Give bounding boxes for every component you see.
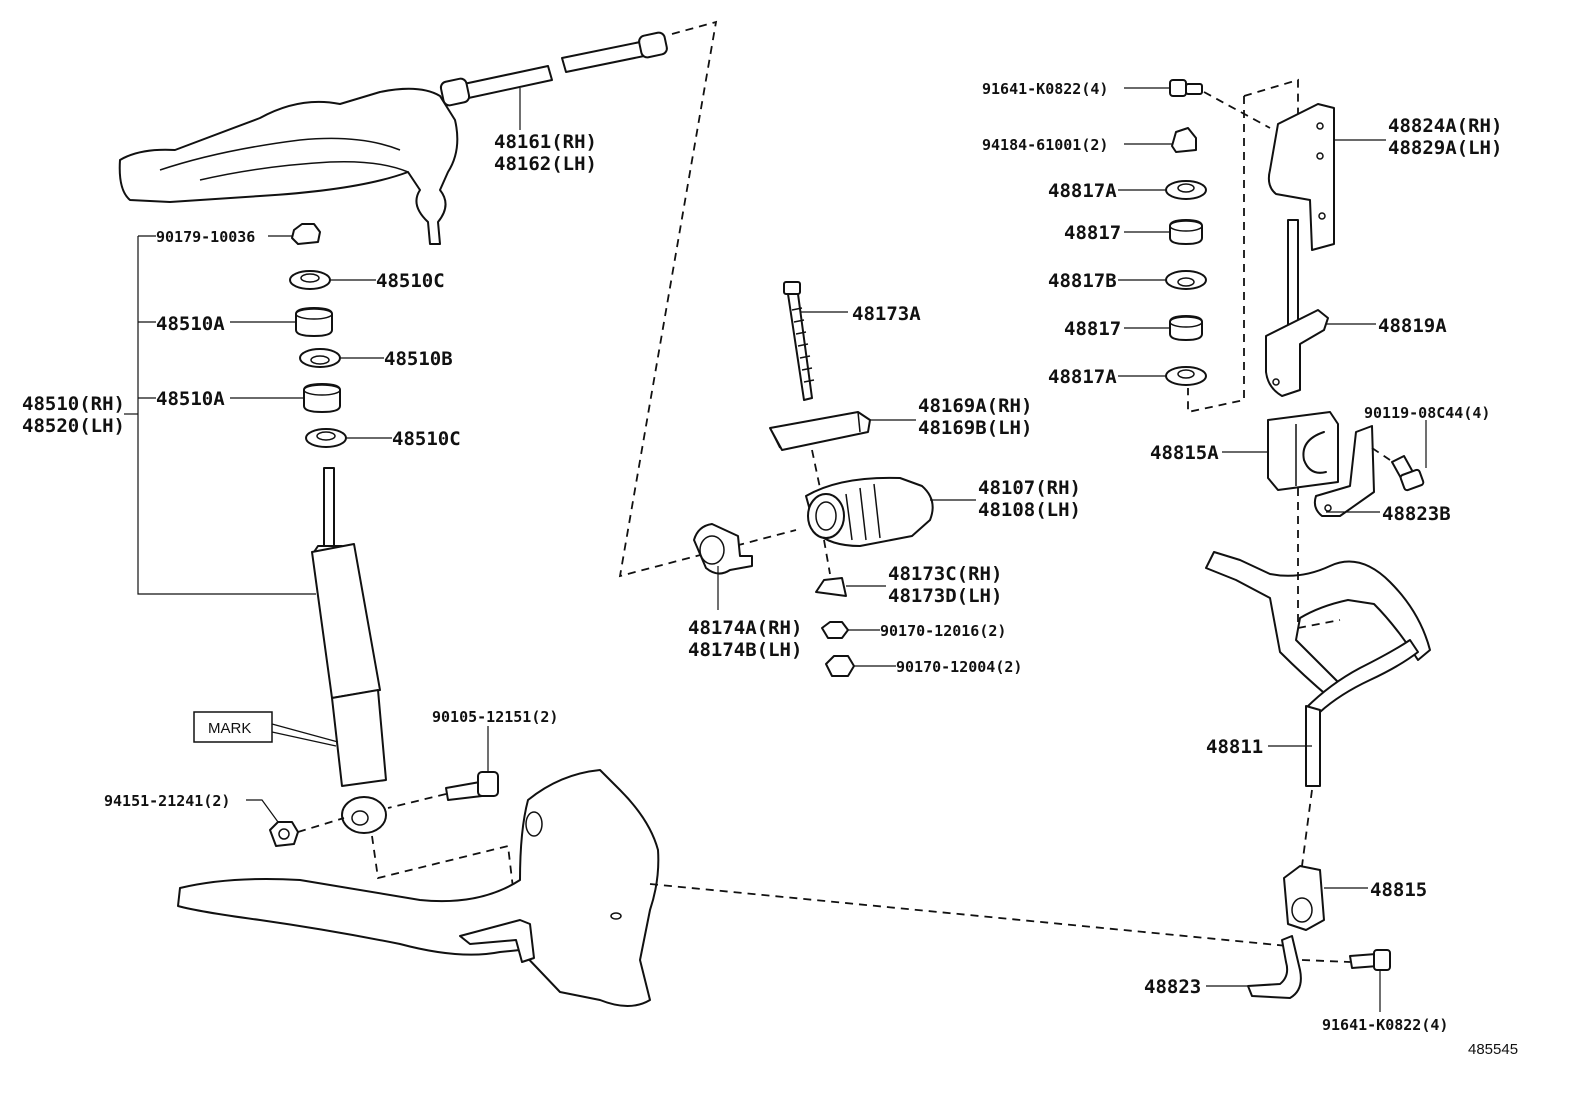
label-90105: 90105-12151(2): [432, 708, 558, 726]
seat-48173c: [815, 577, 847, 597]
bushing-48817-bottom: [1169, 315, 1203, 341]
label-48824a-rh: 48824A(RH): [1388, 115, 1502, 137]
label-48161-rh: 48161(RH): [494, 131, 597, 153]
clamp-48823: [1247, 935, 1302, 999]
label-48817a-top: 48817A: [1048, 180, 1117, 202]
label-48823b: 48823B: [1382, 503, 1451, 525]
bushing-48510a-top: [295, 307, 333, 337]
diagram-id: 485545: [1468, 1041, 1518, 1058]
label-48819a: 48819A: [1378, 315, 1447, 337]
dashed-guide-shock: [371, 835, 519, 931]
label-48510-rh: 48510(RH): [22, 393, 125, 415]
bushing-48817-top: [1169, 219, 1203, 245]
label-48510a-top: 48510A: [156, 313, 225, 335]
label-48162-lh: 48162(LH): [494, 153, 597, 175]
label-48815a: 48815A: [1150, 442, 1219, 464]
label-48173c-rh: 48173C(RH): [888, 563, 1002, 585]
label-90170-12004: 90170-12004(2): [896, 658, 1022, 676]
label-mark: MARK: [208, 720, 251, 737]
nut-90170-12004: [825, 655, 855, 677]
bolt-90119: [1391, 455, 1425, 492]
stabilizer-bar-48811: [1205, 551, 1431, 787]
bracket-48824a: [1267, 103, 1335, 251]
label-48815: 48815: [1370, 879, 1427, 901]
shock-absorber: [311, 467, 387, 834]
label-48817a-bottom: 48817A: [1048, 366, 1117, 388]
label-48173a: 48173A: [852, 303, 921, 325]
clamp-48823b: [1313, 425, 1375, 517]
label-94184: 94184-61001(2): [982, 136, 1108, 154]
label-48174b-lh: 48174B(LH): [688, 639, 802, 661]
label-48108-lh: 48108(LH): [978, 499, 1081, 521]
label-48510a-bottom: 48510A: [156, 388, 225, 410]
nut-90179: [291, 223, 321, 245]
label-94151: 94151-21241(2): [104, 792, 230, 810]
nut-94151: [269, 821, 299, 847]
drive-shaft: [439, 31, 668, 107]
label-48817-top: 48817: [1064, 222, 1121, 244]
link-48819a: [1265, 219, 1329, 397]
bushing-48815: [1283, 865, 1325, 931]
bracket-48510: [137, 236, 316, 595]
label-48811: 48811: [1206, 736, 1263, 758]
anchor-arm-48169a: [769, 411, 871, 451]
bushing-48815a: [1267, 411, 1339, 491]
bolt-48173a: [783, 281, 815, 401]
anchor-48174a: [693, 523, 753, 575]
label-48169a-rh: 48169A(RH): [918, 395, 1032, 417]
label-48169b-lh: 48169B(LH): [918, 417, 1032, 439]
label-48510c-bottom: 48510C: [392, 428, 461, 450]
bolt-91641-top: [1169, 79, 1203, 97]
nut-94184: [1171, 127, 1197, 153]
bolt-91641-bottom: [1349, 949, 1391, 971]
mark-box: [193, 711, 273, 743]
label-48817-bottom: 48817: [1064, 318, 1121, 340]
label-91641-bottom: 91641-K0822(4): [1322, 1016, 1448, 1034]
label-90170-12016: 90170-12016(2): [880, 622, 1006, 640]
label-48173d-lh: 48173D(LH): [888, 585, 1002, 607]
label-90119: 90119-08C44(4): [1364, 404, 1490, 422]
dashed-guide-stabilizer: [649, 883, 1289, 947]
dashed-guide-shaft: [618, 20, 797, 578]
label-48107-rh: 48107(RH): [978, 477, 1081, 499]
lower-control-arm: [177, 769, 660, 1007]
label-90179: 90179-10036: [156, 228, 255, 246]
bolt-90105: [445, 771, 499, 801]
label-48829a-lh: 48829A(LH): [1388, 137, 1502, 159]
dashed-guide-link-top: [1243, 78, 1299, 134]
label-48823: 48823: [1144, 976, 1201, 998]
nut-90170-12016: [821, 621, 849, 639]
upper-control-arm: [118, 87, 459, 245]
label-48174a-rh: 48174A(RH): [688, 617, 802, 639]
torsion-bar-48107: [805, 476, 934, 547]
dashed-guide-bar: [1297, 488, 1341, 630]
label-48520-lh: 48520(LH): [22, 415, 125, 437]
label-91641-top: 91641-K0822(4): [982, 80, 1108, 98]
label-48510c-top: 48510C: [376, 270, 445, 292]
label-48817b: 48817B: [1048, 270, 1117, 292]
label-48510b: 48510B: [384, 348, 453, 370]
bushing-48510a-bottom: [303, 383, 341, 413]
